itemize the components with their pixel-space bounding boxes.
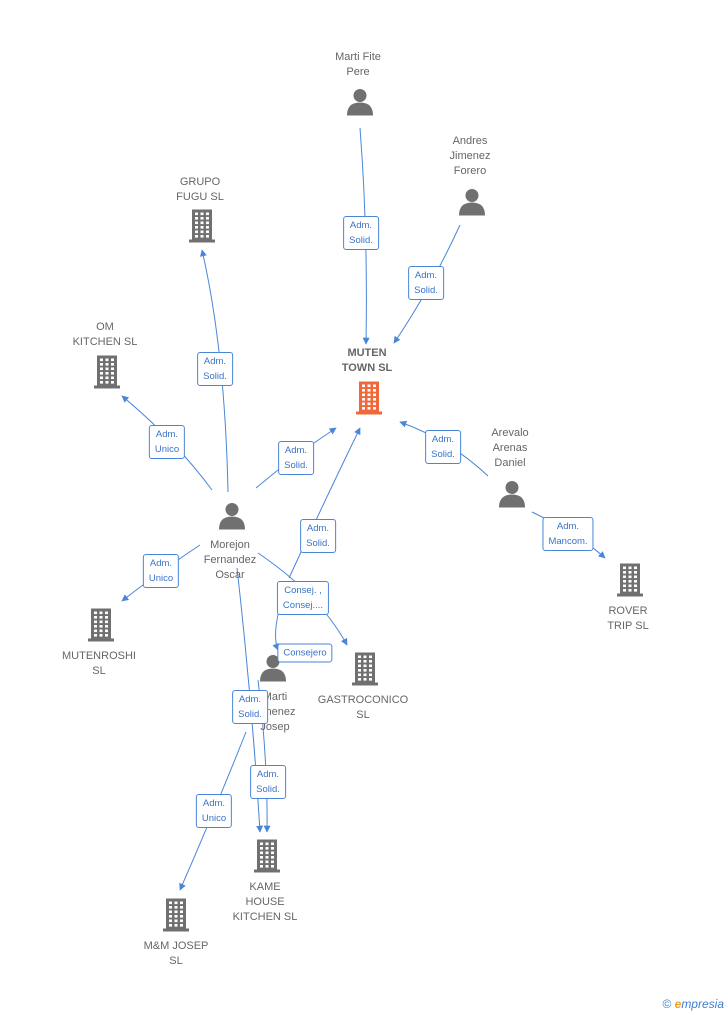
edge-label-e13[interactable]: Adm. Solid. <box>250 765 286 799</box>
edge-label-e12[interactable]: Adm. Solid. <box>232 690 268 724</box>
person-icon[interactable] <box>258 653 288 688</box>
person-icon[interactable] <box>217 501 247 536</box>
building-icon[interactable] <box>252 838 282 879</box>
building-icon[interactable] <box>350 651 380 692</box>
person-icon[interactable] <box>345 87 375 122</box>
node-label-mutenroshi[interactable]: MUTENROSHI SL <box>62 650 136 677</box>
edge-label-e5[interactable]: Adm. Solid. <box>278 441 314 475</box>
person-icon[interactable] <box>497 479 527 514</box>
building-icon[interactable] <box>86 607 116 648</box>
empresia-logo: empresia <box>674 997 724 1011</box>
node-label-rover-trip[interactable]: ROVER TRIP SL <box>607 605 649 632</box>
edge-line-e6 <box>288 427 361 579</box>
building-icon[interactable] <box>161 897 191 938</box>
edge-label-e4[interactable]: Adm. Unico <box>148 425 186 459</box>
building-icon[interactable] <box>187 208 217 249</box>
node-label-andres[interactable]: Andres Jimenez Forero <box>449 135 491 177</box>
building-icon[interactable] <box>615 562 645 603</box>
person-icon[interactable] <box>457 187 487 222</box>
node-label-om-kitchen[interactable]: OM KITCHEN SL <box>72 321 138 348</box>
node-label-morejon[interactable]: Morejon Fernandez Oscar <box>203 539 257 581</box>
edge-label-e14[interactable]: Adm. Unico <box>195 794 233 828</box>
node-label-marti-fite[interactable]: Marti Fite Pere <box>335 51 381 78</box>
copyright-symbol: © <box>662 997 672 1011</box>
node-label-gastroconico[interactable]: GASTROCONICO SL <box>317 694 409 721</box>
edge-label-e6[interactable]: Adm. Solid. <box>300 519 336 553</box>
edge-label-e1[interactable]: Adm. Solid. <box>343 216 379 250</box>
node-label-arevalo[interactable]: Arevalo Arenas Daniel <box>491 427 529 469</box>
edge-label-e8[interactable]: Adm. Mancom. <box>542 517 594 551</box>
node-label-grupo-fugu[interactable]: GRUPO FUGU SL <box>176 176 224 203</box>
edge-label-e3[interactable]: Adm. Solid. <box>197 352 233 386</box>
building-icon[interactable] <box>92 354 122 395</box>
edge-label-e9[interactable]: Adm. Unico <box>142 554 180 588</box>
edge-label-e2[interactable]: Adm. Solid. <box>408 266 444 300</box>
node-label-kame-house[interactable]: KAME HOUSE KITCHEN SL <box>232 881 298 923</box>
footer-brand: © empresia <box>662 997 724 1011</box>
edge-label-e10[interactable]: Consej. , Consej.... <box>276 581 330 615</box>
building-icon-focal[interactable] <box>354 380 384 421</box>
node-label-muten-town[interactable]: MUTEN TOWN SL <box>341 347 393 374</box>
node-label-mm-josep[interactable]: M&M JOSEP SL <box>143 940 209 967</box>
edge-label-e11[interactable]: Consejero <box>277 643 333 663</box>
edge-label-e7[interactable]: Adm. Solid. <box>425 430 461 464</box>
